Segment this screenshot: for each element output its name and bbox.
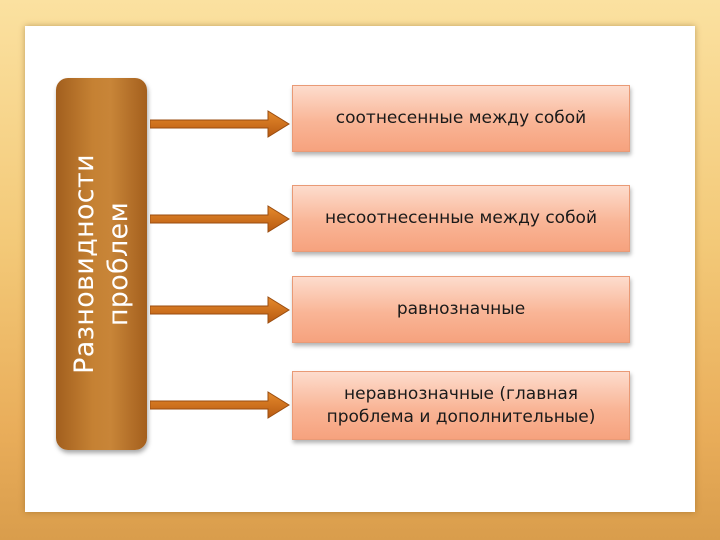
- item-uncorrelated: несоотнесенные между собой: [292, 185, 630, 252]
- arrow-icon: [150, 296, 290, 324]
- problem-types-label: Разновидности проблем: [68, 78, 136, 450]
- arrow-icon: [150, 391, 290, 419]
- item-correlated: соотнесенные между собой: [292, 85, 630, 152]
- problem-types-box: Разновидности проблем: [56, 78, 147, 450]
- arrow-icon: [150, 205, 290, 233]
- problem-types-label-line1: Разновидности: [68, 154, 100, 374]
- problem-types-label-line2: проблем: [102, 201, 134, 327]
- arrow-icon: [150, 110, 290, 138]
- item-equivalent: равнозначные: [292, 276, 630, 343]
- item-nonequivalent: неравнозначные (главная проблема и допол…: [292, 371, 630, 440]
